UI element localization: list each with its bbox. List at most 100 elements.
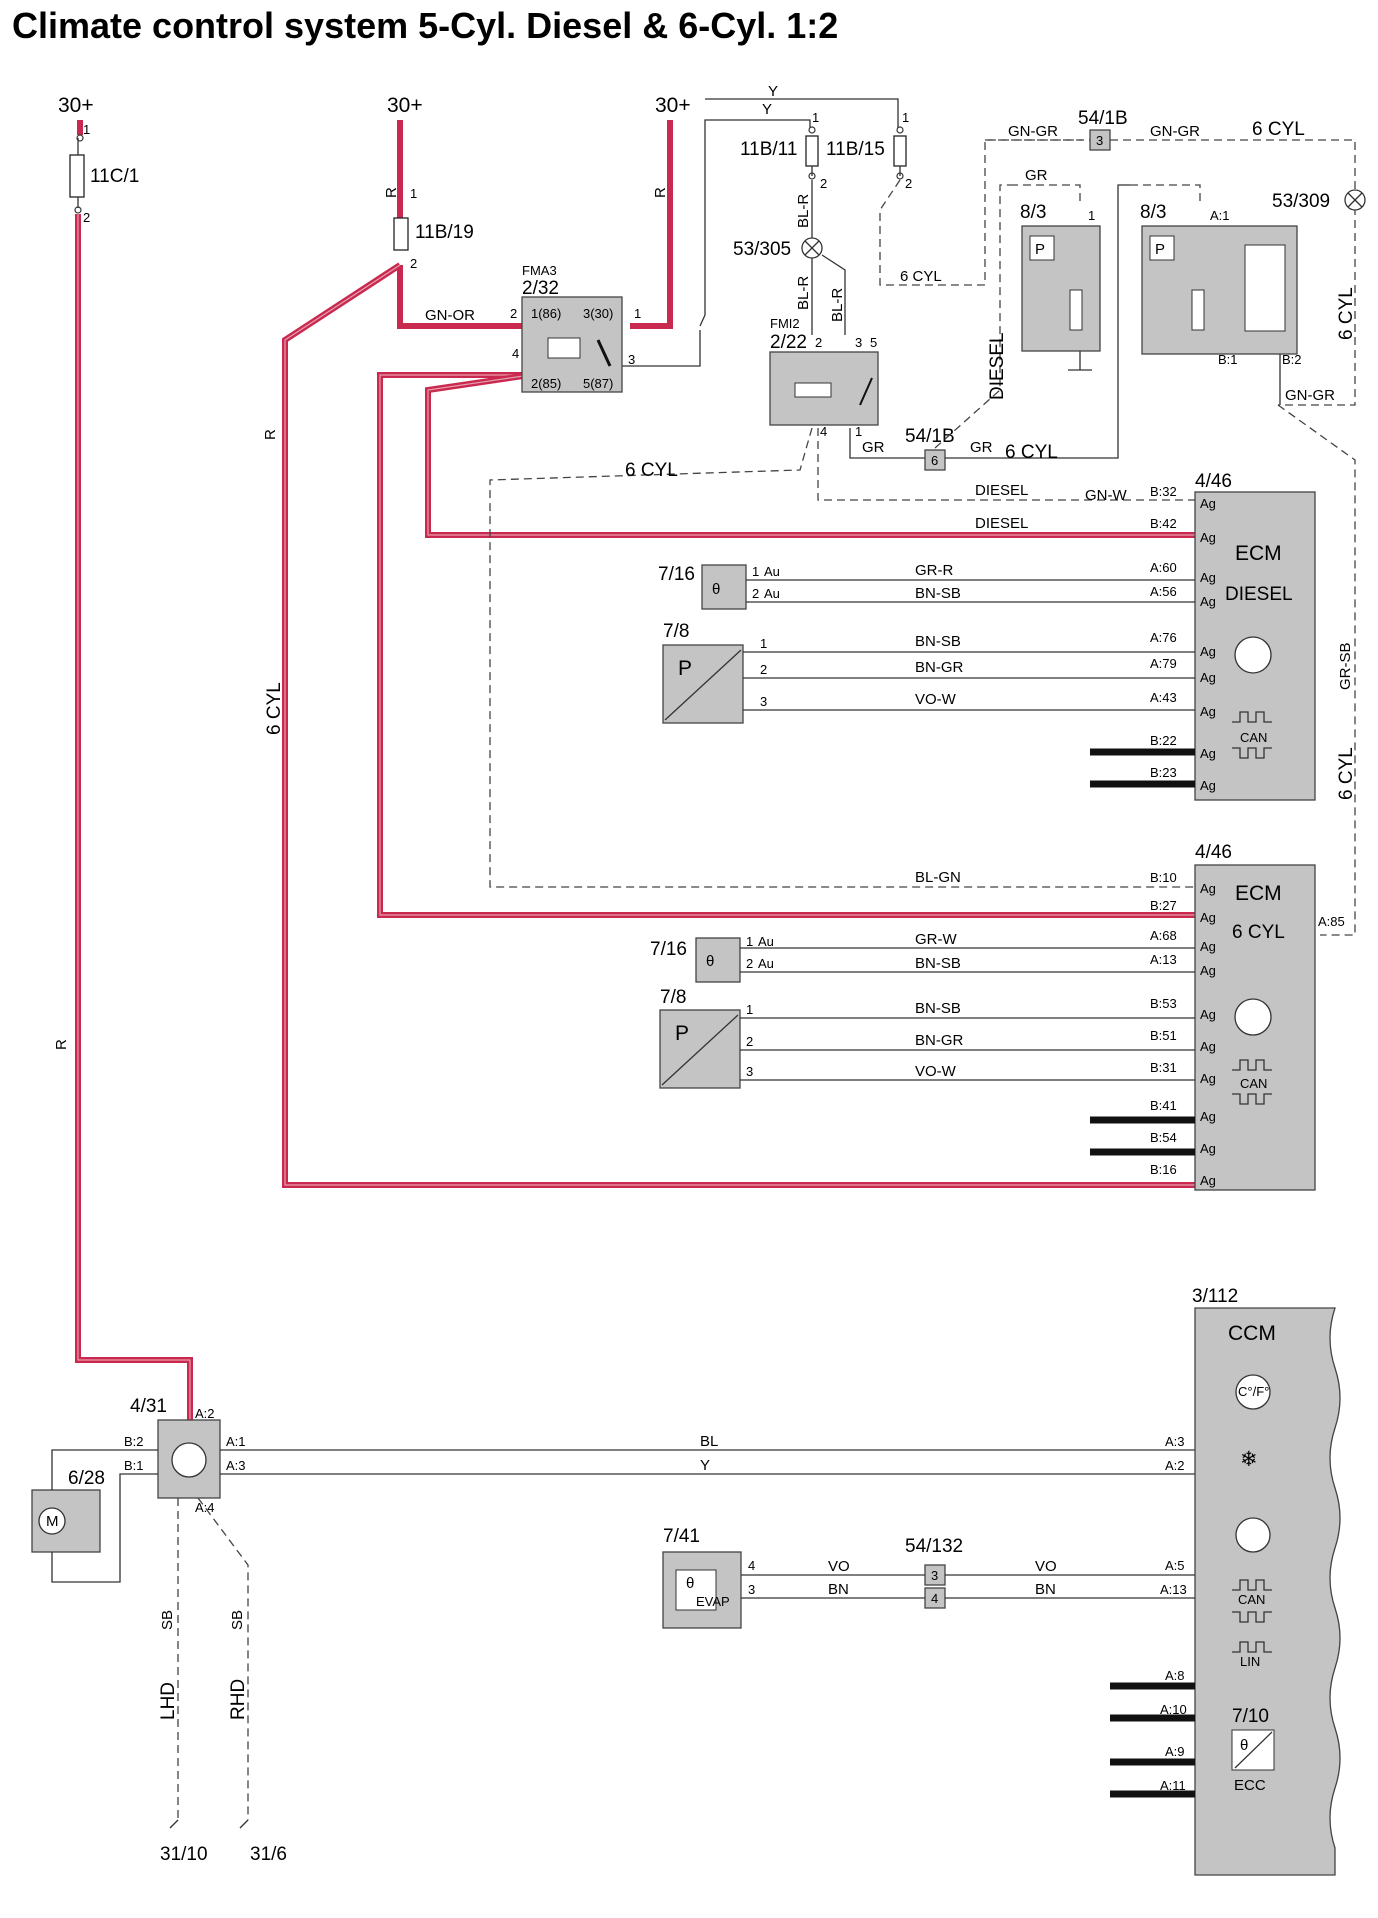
svg-text:BL-R: BL-R (795, 276, 812, 310)
svg-text:Ag: Ag (1200, 570, 1216, 585)
svg-text:B:54: B:54 (1150, 1130, 1177, 1145)
svg-text:1: 1 (902, 110, 909, 125)
connector-54132: 54/132 3 4 VO BN (905, 1536, 1195, 1609)
svg-text:θ: θ (712, 581, 720, 598)
svg-text:B:51: B:51 (1150, 1028, 1177, 1043)
svg-text:Y: Y (762, 101, 772, 118)
svg-text:GR-W: GR-W (915, 931, 957, 948)
svg-text:P: P (1155, 241, 1165, 258)
svg-text:P: P (678, 657, 692, 680)
svg-text:4/31: 4/31 (130, 1396, 167, 1417)
lamp-53309-label: 53/309 (1272, 191, 1330, 212)
supply-30-right: 30+ R (652, 94, 691, 198)
svg-text:R: R (383, 187, 400, 198)
svg-text:GR-SB: GR-SB (1337, 642, 1354, 690)
svg-text:1: 1 (1088, 208, 1095, 223)
svg-text:Ag: Ag (1200, 1141, 1216, 1156)
wire-r-relay-30 (630, 120, 673, 329)
svg-text:FMA3: FMA3 (522, 263, 557, 278)
svg-text:Au: Au (758, 934, 774, 949)
svg-text:GN-GR: GN-GR (1150, 123, 1200, 140)
svg-text:6/28: 6/28 (68, 1468, 105, 1489)
svg-text:Ag: Ag (1200, 704, 1216, 719)
svg-text:A:11: A:11 (1160, 1778, 1186, 1793)
svg-text:C°/F°: C°/F° (1238, 1384, 1269, 1399)
svg-text:2/32: 2/32 (522, 278, 559, 299)
svg-text:4: 4 (820, 424, 827, 439)
svg-text:BN-GR: BN-GR (915, 659, 964, 676)
svg-text:3: 3 (760, 694, 767, 709)
lamp-53309: 53/309 6 CYL (1272, 189, 1366, 340)
svg-text:A:1: A:1 (226, 1434, 246, 1449)
relay-fmi2: FMI2 2/22 2 3 5 4 1 GR 6 CYL (489, 316, 1195, 888)
fuse-11c1: 30+ 1 11C/1 2 R (53, 94, 139, 1050)
sensor-78-diesel: 7/8 P 1 2 3 BN-SB BN-GR VO-W (662, 621, 1195, 788)
svg-text:M: M (46, 1513, 59, 1530)
svg-text:31/6: 31/6 (250, 1844, 287, 1865)
svg-text:BL-GN: BL-GN (915, 869, 961, 886)
svg-text:DIESEL: DIESEL (975, 482, 1028, 499)
svg-text:5(87): 5(87) (583, 376, 613, 391)
svg-text:B:2: B:2 (124, 1434, 144, 1449)
relay-fma3: FMA3 2/32 1(86) 3(30) 2(85) 5(87) 2 4 1 … (510, 263, 701, 393)
connector-541b-top: 54/1B 3 GN-GR GN-GR 6 CYL (985, 108, 1356, 406)
svg-text:Ag: Ag (1200, 644, 1216, 659)
svg-text:7/16: 7/16 (658, 564, 695, 585)
svg-text:ECM: ECM (1235, 882, 1282, 905)
svg-text:30+: 30+ (655, 94, 691, 117)
svg-text:Ag: Ag (1200, 1109, 1216, 1124)
svg-text:CAN: CAN (1240, 1076, 1267, 1091)
pressure-switch-83-b: 8/3 A:1 P B:1 B:2 GN-GR (1130, 184, 1335, 405)
svg-text:A:60: A:60 (1150, 560, 1177, 575)
svg-text:7/8: 7/8 (660, 987, 686, 1008)
svg-text:2: 2 (746, 956, 753, 971)
fan-motor-628: 6/28 M (31, 1449, 158, 1583)
evap-sensor-741: 7/41 θ EVAP 4 3 VO BN (662, 1526, 925, 1629)
svg-text:DIESEL: DIESEL (1225, 584, 1293, 605)
svg-text:GR-R: GR-R (915, 562, 953, 579)
svg-text:A:10: A:10 (1160, 1702, 1187, 1717)
ccm-3112: 3/112 CCM C°/F° ❄ CAN LIN 7/10 θ ECC A:3… (1110, 1286, 1341, 1876)
svg-text:BL-R: BL-R (829, 288, 846, 322)
fan-control-431: 4/31 A:2 B:2 B:1 A:1 A:3 A:4 BL Y SB SB … (124, 1396, 1195, 1865)
svg-text:3: 3 (628, 352, 635, 367)
fuse-11c1-label: 11C/1 (90, 166, 139, 187)
svg-text:BN: BN (828, 1581, 849, 1598)
svg-text:Ag: Ag (1200, 1039, 1216, 1054)
svg-text:Au: Au (758, 956, 774, 971)
svg-text:BL: BL (700, 1433, 718, 1450)
svg-text:3: 3 (1096, 133, 1103, 148)
svg-text:θ: θ (1240, 1737, 1248, 1754)
svg-text:4: 4 (748, 1558, 755, 1573)
svg-text:Ag: Ag (1200, 1007, 1216, 1022)
svg-text:2(85): 2(85) (531, 376, 561, 391)
lamp-53305-label: 53/305 (733, 239, 791, 260)
svg-text:BN-SB: BN-SB (915, 585, 961, 602)
svg-text:1: 1 (855, 424, 862, 439)
svg-text:1(86): 1(86) (531, 306, 561, 321)
svg-text:2: 2 (510, 306, 517, 321)
svg-text:6 CYL: 6 CYL (900, 268, 942, 285)
svg-text:BN-GR: BN-GR (915, 1032, 964, 1049)
svg-text:3: 3 (931, 1568, 938, 1583)
svg-text:A:2: A:2 (1165, 1458, 1185, 1473)
svg-text:R: R (53, 1039, 70, 1050)
svg-text:A:3: A:3 (226, 1458, 246, 1473)
svg-text:7/41: 7/41 (663, 1526, 700, 1547)
svg-text:DIESEL: DIESEL (987, 332, 1008, 400)
svg-text:5: 5 (870, 335, 877, 350)
svg-text:A:2: A:2 (195, 1406, 215, 1421)
svg-text:6 CYL: 6 CYL (1252, 119, 1305, 140)
svg-text:4: 4 (931, 1591, 938, 1606)
svg-text:3: 3 (855, 335, 862, 350)
svg-text:GN-GR: GN-GR (1008, 123, 1058, 140)
svg-text:A:79: A:79 (1150, 656, 1177, 671)
svg-text:4/46: 4/46 (1195, 471, 1232, 492)
svg-text:CAN: CAN (1240, 730, 1267, 745)
svg-text:7/16: 7/16 (650, 939, 687, 960)
svg-text:3: 3 (746, 1064, 753, 1079)
svg-text:2: 2 (752, 586, 759, 601)
